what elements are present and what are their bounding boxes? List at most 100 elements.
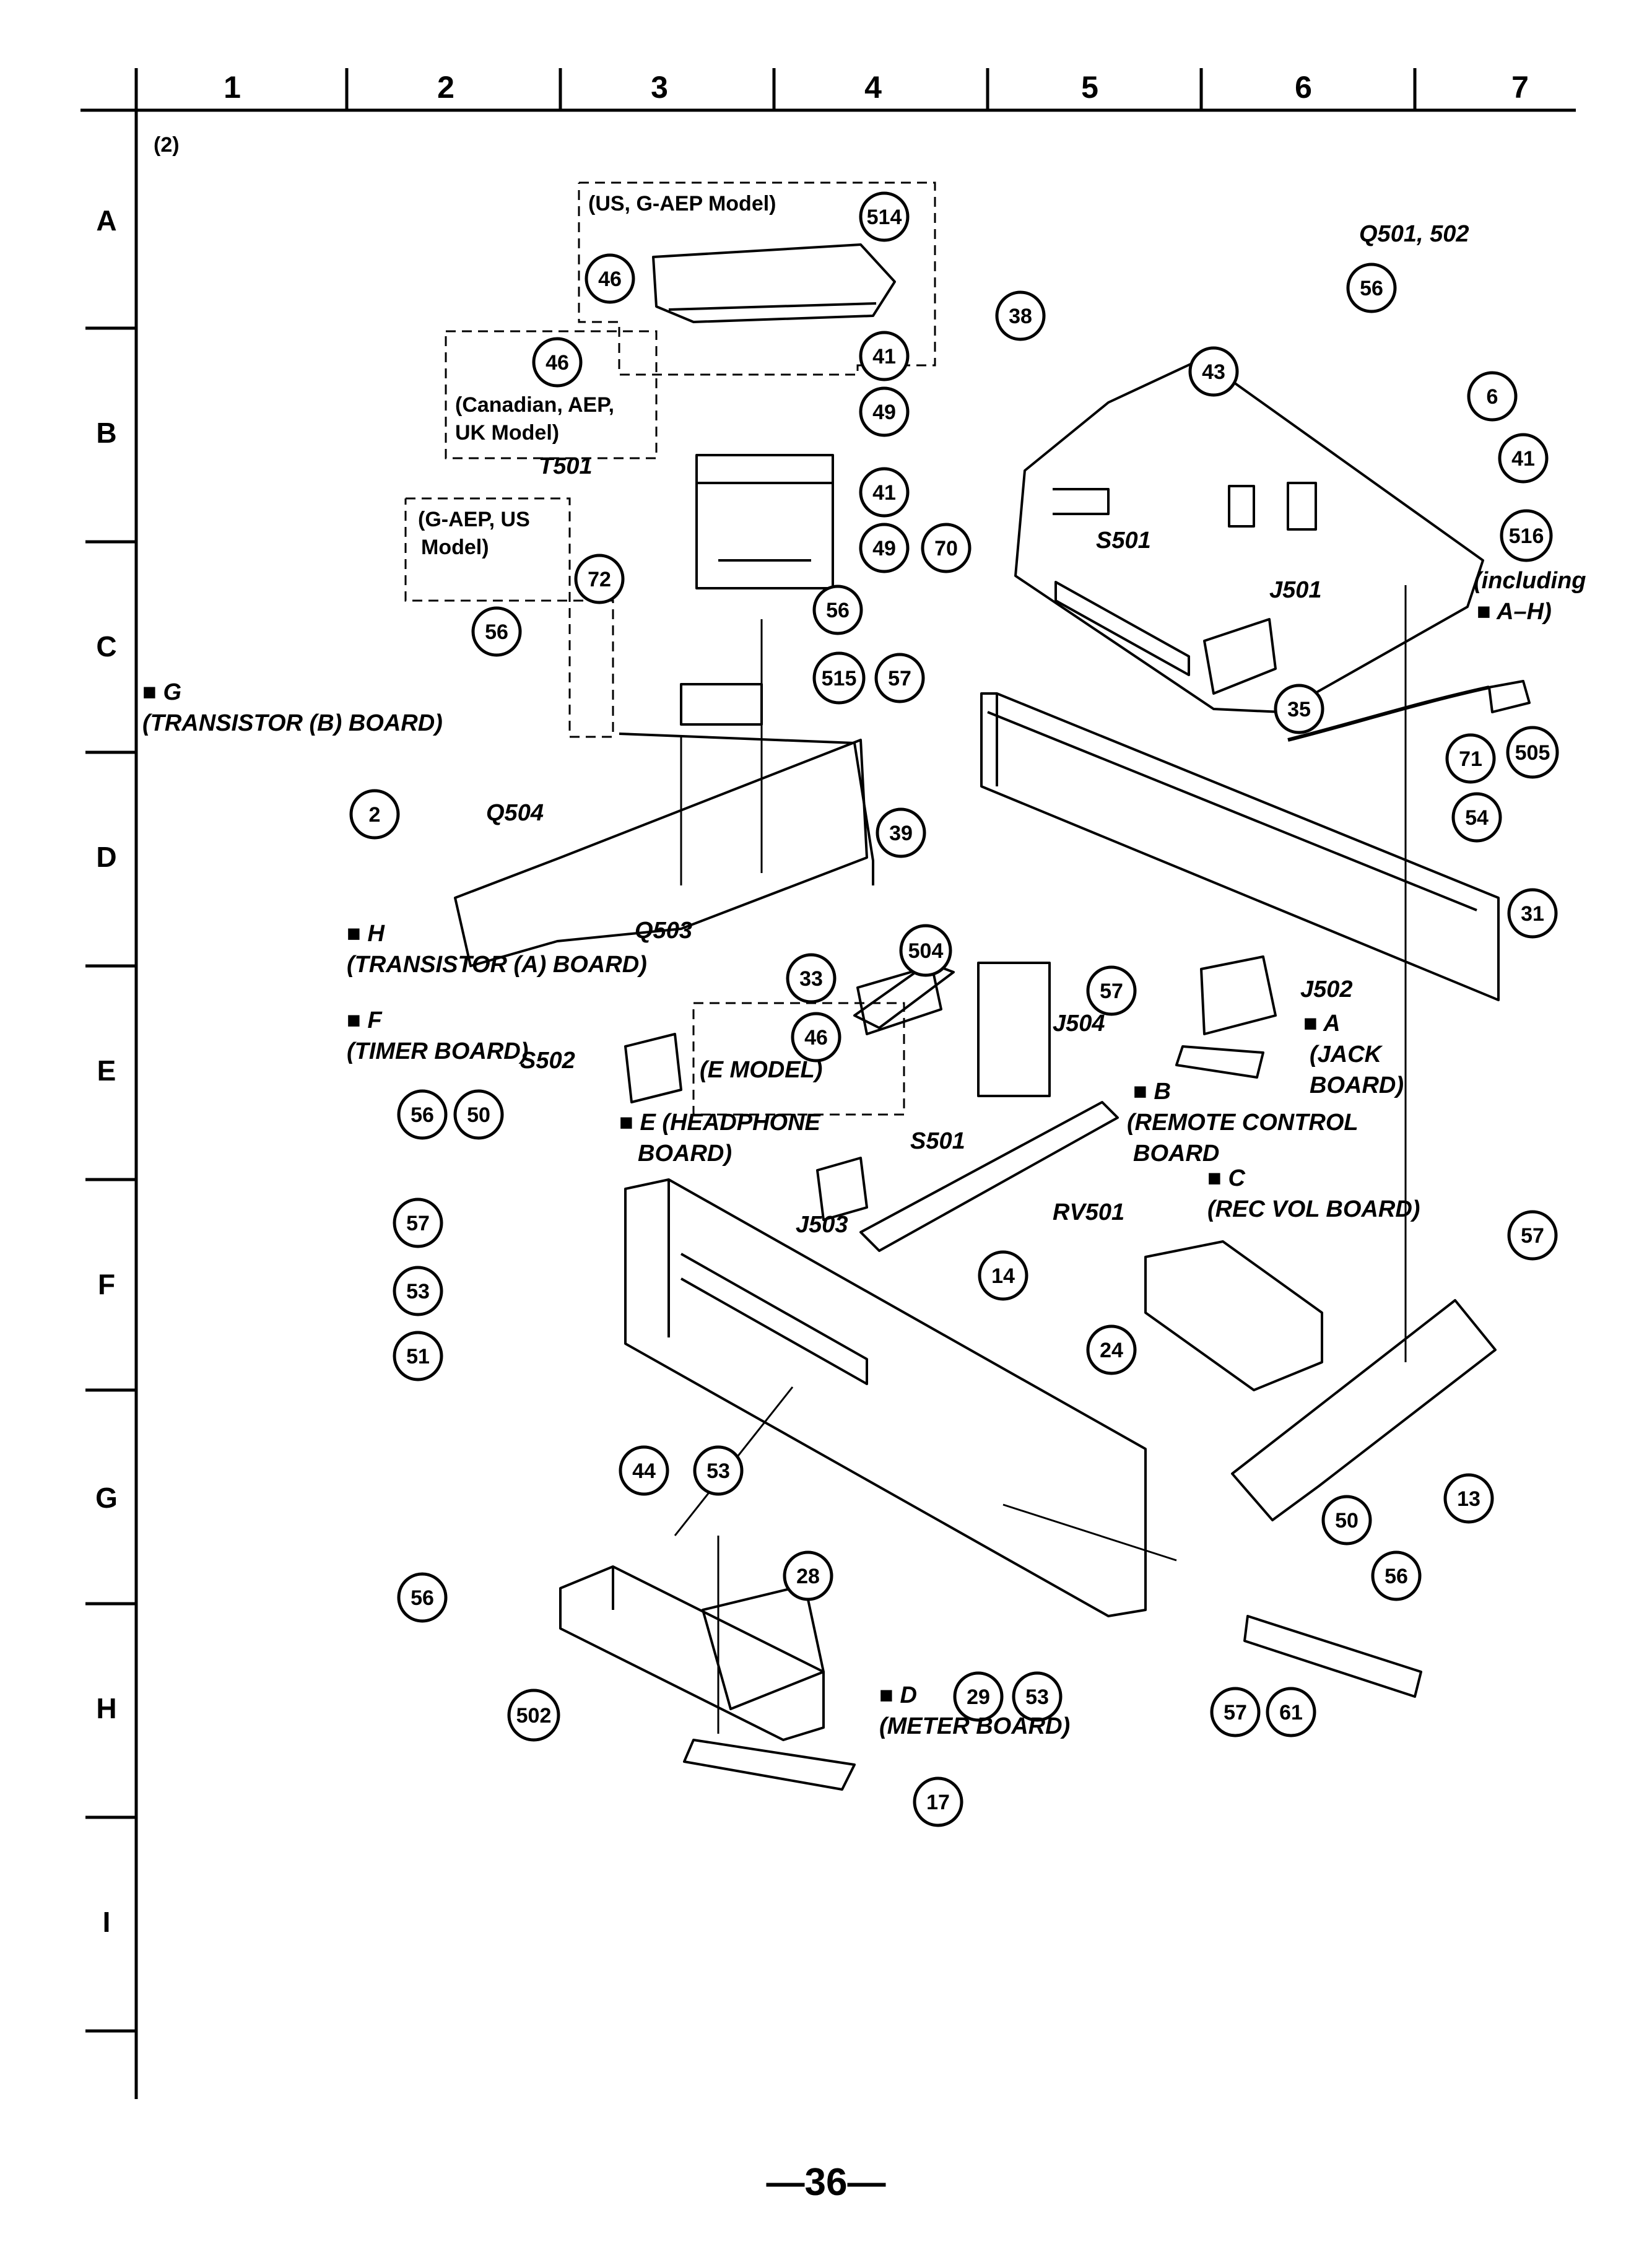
label-e-line2: BOARD) [638,1141,732,1167]
callout-49: 49 [859,386,910,437]
callout-72: 72 [574,554,625,604]
trim-61 [1243,1615,1422,1698]
label-q503: Q503 [635,918,692,944]
callout-38: 38 [995,290,1046,341]
meter-cover-514 [652,243,896,323]
callout-54: 54 [1451,792,1502,843]
model-note-us-gaep: (US, G-AEP Model) [588,192,776,215]
bottom-plate-17 [683,1739,856,1791]
svg-text:514: 514 [867,206,902,229]
label-j502: J502 [1300,976,1353,1002]
callout-53: 53 [693,1445,744,1496]
page-number: —36— [767,2161,886,2204]
callout-13: 13 [1443,1473,1494,1524]
svg-text:56: 56 [826,599,850,622]
callout-504: 504 [899,924,952,977]
knob-33 [853,962,955,1029]
row-letter: F [98,1268,115,1300]
escutcheon-502 [559,1565,825,1741]
column-number: 6 [1295,70,1312,105]
callout-29: 29 [953,1671,1004,1722]
svg-text:50: 50 [1335,1509,1359,1532]
callout-71: 71 [1445,733,1496,784]
callout-53: 53 [393,1266,443,1316]
callout-6: 6 [1467,371,1518,422]
svg-text:56: 56 [1360,277,1383,300]
label-j504: J504 [1053,1011,1105,1037]
front-frame-24 [624,1178,1147,1617]
grid-frame [80,68,1576,2099]
column-number: 3 [651,70,668,105]
svg-text:515: 515 [822,667,857,690]
svg-text:57: 57 [1100,980,1123,1003]
label-c-line2: (REC VOL BOARD) [1207,1196,1420,1222]
callout-57: 57 [393,1198,443,1248]
svg-text:49: 49 [872,401,896,424]
parts-linework [454,243,1531,1791]
svg-text:502: 502 [516,1704,552,1728]
label-t501: T501 [539,453,593,479]
label-including-line1: (including [1474,568,1586,594]
callout-33: 33 [786,953,837,1004]
callout-2: 2 [349,789,400,840]
svg-text:46: 46 [546,351,569,375]
svg-text:14: 14 [991,1264,1015,1288]
callout-56: 56 [471,606,522,657]
callout-46: 46 [585,253,635,304]
svg-text:50: 50 [467,1103,490,1127]
label-f-line2: (TIMER BOARD) [347,1038,528,1064]
callout-39: 39 [876,807,926,858]
column-number: 2 [437,70,454,105]
callout-46: 46 [791,1012,841,1063]
label-d-line1: ■ D [879,1682,917,1708]
svg-text:54: 54 [1465,806,1489,830]
main-board-516 [1014,358,1484,713]
callout-505: 505 [1506,726,1559,779]
column-numbers: 1 2 3 4 5 6 7 [224,70,1529,105]
svg-text:53: 53 [706,1459,730,1483]
svg-text:28: 28 [796,1565,820,1588]
callout-56: 56 [1371,1550,1422,1601]
svg-text:46: 46 [804,1026,828,1050]
callout-43: 43 [1188,346,1239,397]
callout-57: 57 [1210,1687,1261,1737]
callout-56: 56 [397,1089,448,1140]
label-h-line1: ■ H [347,921,386,947]
column-number: 5 [1081,70,1098,105]
label-c-line1: ■ C [1207,1165,1246,1191]
callout-56: 56 [1346,263,1397,313]
label-s501-top: S501 [1096,528,1151,554]
svg-text:41: 41 [1511,447,1535,471]
callout-57: 57 [874,653,925,703]
label-b-line3: BOARD [1133,1141,1219,1167]
rail-14 [859,1101,1119,1252]
label-j501: J501 [1269,577,1322,603]
lamp-515 [680,683,763,726]
svg-text:56: 56 [1385,1565,1408,1588]
rec-vol-board-c [1144,1240,1323,1391]
callout-50: 50 [453,1089,504,1140]
svg-text:2: 2 [369,803,381,827]
svg-text:35: 35 [1287,698,1311,721]
model-note-gaep-us-line1: (G-AEP, US [418,508,530,531]
callout-17: 17 [913,1776,963,1827]
model-note-canadian-line1: (Canadian, AEP, [455,393,614,417]
svg-text:53: 53 [406,1280,430,1303]
svg-text:6: 6 [1487,385,1498,409]
rear-chassis-31 [980,692,1500,1001]
svg-text:38: 38 [1009,305,1032,328]
svg-text:505: 505 [1515,741,1550,765]
transistor-a-bracket-2 [454,739,868,967]
row-letter: E [97,1054,116,1087]
row-letter: G [95,1482,118,1514]
callout-57: 57 [1086,965,1137,1016]
svg-text:13: 13 [1457,1487,1480,1511]
svg-text:61: 61 [1279,1701,1303,1724]
callout-41: 41 [1498,433,1549,484]
callout-51: 51 [393,1331,443,1381]
column-number: 7 [1511,70,1529,105]
label-d-line2: (METER BOARD) [879,1713,1070,1739]
svg-text:31: 31 [1521,902,1544,926]
svg-text:49: 49 [872,537,896,560]
row-letter: A [96,204,116,237]
